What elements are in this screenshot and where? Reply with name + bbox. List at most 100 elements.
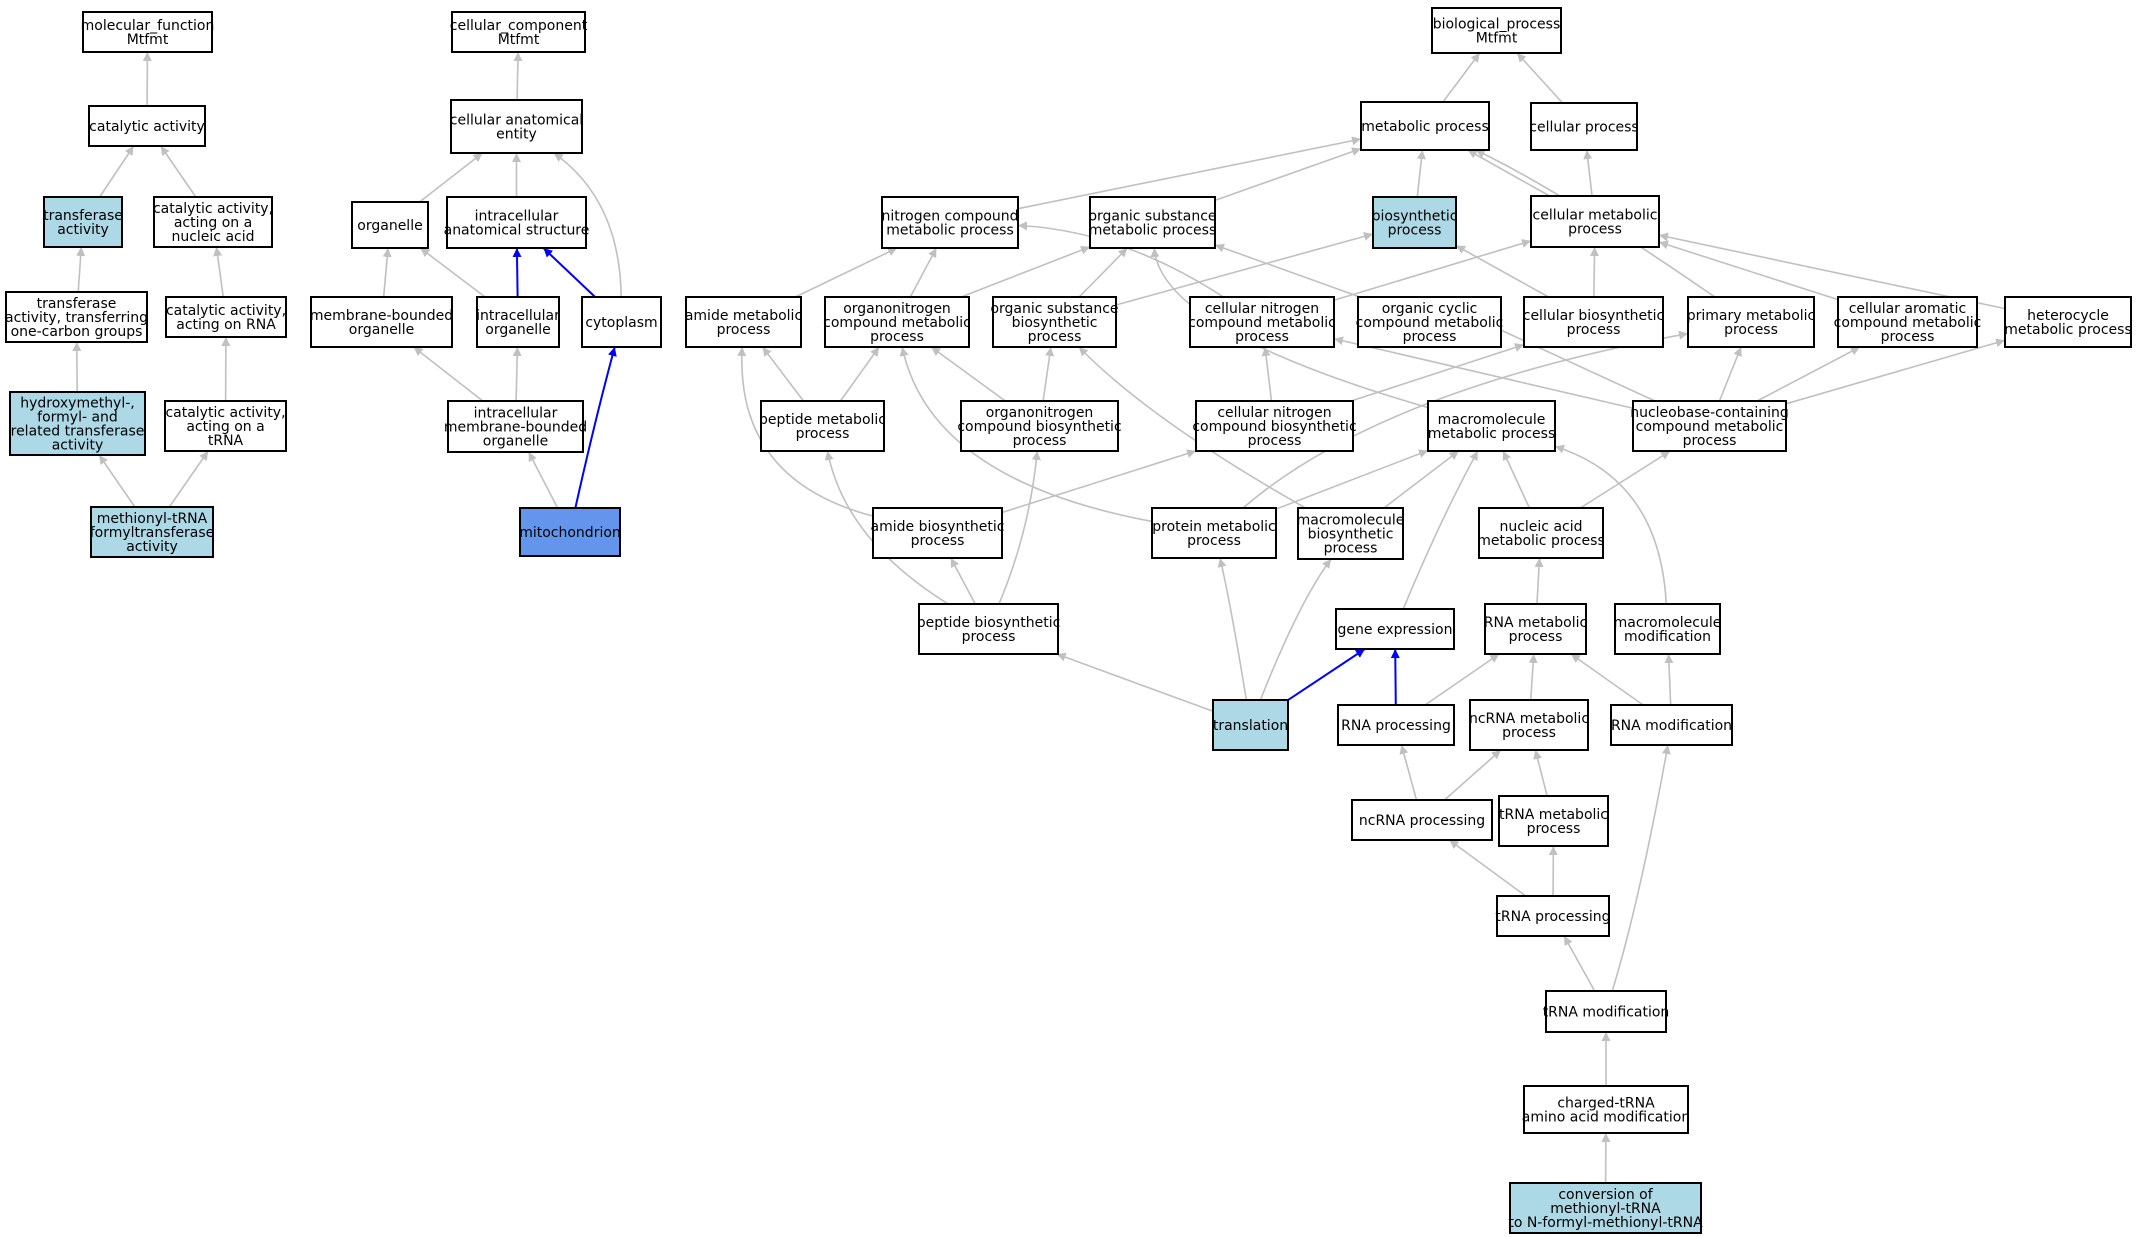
node-box bbox=[165, 296, 287, 338]
node-label-line: compound biosynthetic bbox=[957, 419, 1121, 435]
node-box bbox=[164, 400, 287, 452]
node-box bbox=[960, 400, 1119, 452]
node-label-line: catalytic activity, bbox=[166, 303, 286, 319]
node-box bbox=[90, 506, 214, 558]
node-label-line: process bbox=[1388, 223, 1442, 239]
node-geneexp[interactable]: gene expression bbox=[1335, 608, 1455, 650]
node-trnamod[interactable]: tRNA modification bbox=[1543, 990, 1670, 1033]
edge-metform-to-hydroxy bbox=[98, 454, 136, 508]
node-label-line: charged-tRNA bbox=[1557, 1096, 1655, 1112]
node-label-line: formyltransferase bbox=[90, 525, 215, 541]
node-label-line: Mtfmt bbox=[498, 32, 540, 48]
edge-nbcmp-to-hetero bbox=[1785, 338, 2006, 405]
edge-geneexp-to-macromp bbox=[1402, 450, 1479, 610]
node-box bbox=[1484, 603, 1587, 655]
node-box bbox=[1545, 990, 1667, 1033]
edge-imbo-to-mbo bbox=[413, 346, 484, 402]
node-label-line: entity bbox=[496, 127, 537, 143]
edge-oncbp-to-osbp bbox=[1042, 346, 1055, 402]
node-label-line: compound metabolic bbox=[1636, 419, 1784, 435]
node-label-line: process bbox=[796, 426, 850, 442]
edge-cmp-to-metab bbox=[1467, 149, 1551, 197]
node-label-line: biological_process bbox=[1433, 17, 1561, 33]
node-transl[interactable]: translation bbox=[1212, 699, 1289, 751]
node-cyto[interactable]: cytoplasm bbox=[581, 296, 662, 348]
edge-io-to-organelle bbox=[419, 247, 486, 298]
edge-io-to-ias bbox=[512, 247, 522, 298]
node-box bbox=[351, 201, 429, 249]
node-mito[interactable]: mitochondrion bbox=[519, 507, 621, 557]
node-label-line: amide metabolic bbox=[685, 308, 802, 324]
node-trnaproc[interactable]: tRNA processing bbox=[1495, 895, 1611, 937]
node-label-line: catalytic activity bbox=[89, 119, 205, 135]
node-label-line: metabolic process bbox=[886, 223, 1014, 239]
edge-rnaproc-to-geneexp bbox=[1390, 648, 1400, 706]
node-rnamod[interactable]: RNA modification bbox=[1610, 704, 1733, 746]
node-catrna[interactable]: catalytic activity,acting on RNA bbox=[165, 296, 287, 338]
node-ncrnaproc[interactable]: ncRNA processing bbox=[1351, 799, 1493, 841]
edge-osmp-to-metab bbox=[1214, 147, 1362, 202]
node-label-line: organelle bbox=[483, 434, 548, 450]
node-organelle[interactable]: organelle bbox=[351, 201, 429, 249]
edge-macrobp-to-osbp bbox=[1078, 346, 1306, 509]
node-box bbox=[1431, 7, 1562, 54]
node-label-line: ncRNA processing bbox=[1359, 813, 1485, 829]
node-cellproc[interactable]: cellular process bbox=[1529, 102, 1639, 151]
node-metab[interactable]: metabolic process bbox=[1360, 101, 1490, 151]
edge-transl-to-geneexp bbox=[1287, 648, 1366, 701]
edge-macrobp-to-macromp bbox=[1383, 450, 1460, 509]
node-catact[interactable]: catalytic activity bbox=[88, 105, 206, 147]
node-box bbox=[992, 296, 1117, 348]
edge-imbo-to-io bbox=[512, 346, 522, 402]
node-box bbox=[824, 296, 970, 348]
node-rnaproc[interactable]: RNA processing bbox=[1337, 704, 1455, 746]
node-box bbox=[1687, 296, 1815, 348]
node-box bbox=[918, 603, 1059, 655]
node-box bbox=[760, 400, 885, 452]
